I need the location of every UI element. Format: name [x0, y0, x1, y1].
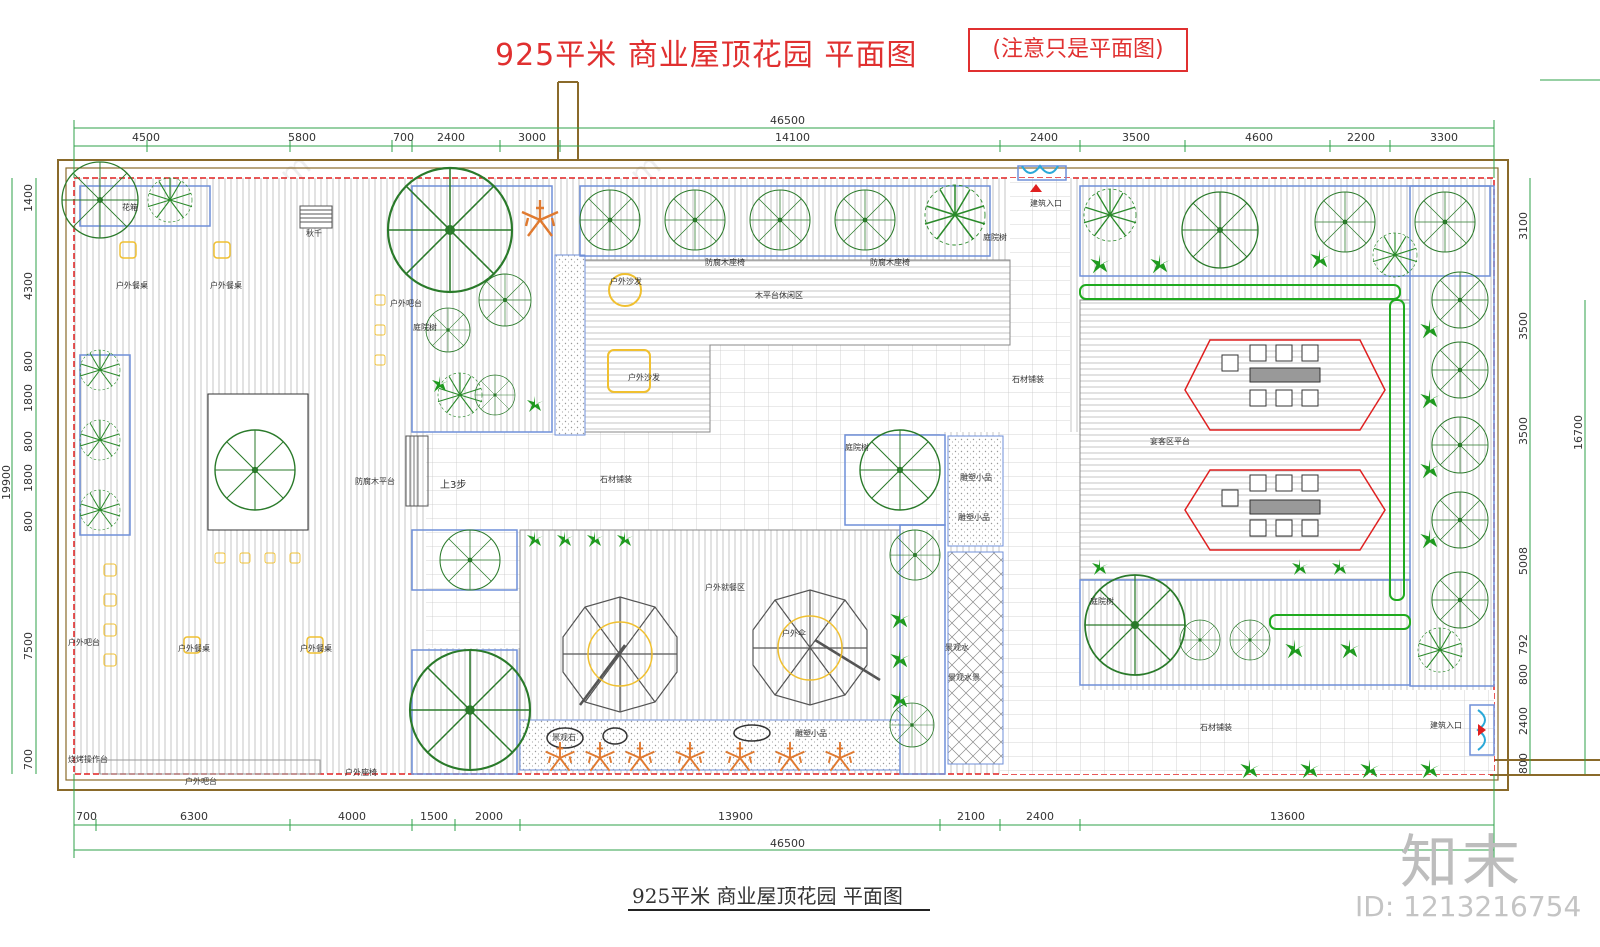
label-wood-platform: 防腐木平台 — [355, 476, 395, 486]
dim-right: 3100 — [1517, 212, 1530, 240]
dim-right: 800 — [1517, 753, 1530, 774]
label-entrance: 建筑入口 — [1030, 198, 1062, 208]
dim-bottom: 2100 — [957, 810, 985, 823]
label-dining-area: 户外就餐区 — [705, 582, 745, 592]
label-outdoor-bar: 户外吧台 — [390, 298, 422, 308]
dim-right: 2400 — [1517, 707, 1530, 735]
label-wood-bench: 防腐木座椅 — [705, 257, 745, 267]
dim-left: 700 — [22, 749, 35, 770]
dim-top: 3000 — [518, 131, 546, 144]
label-sculpture: 雕塑小品 — [958, 512, 990, 522]
dim-top: 700 — [393, 131, 414, 144]
dim-top: 4600 — [1245, 131, 1273, 144]
dim-bottom: 13600 — [1270, 810, 1305, 823]
dim-left: 1800 — [22, 464, 35, 492]
dim-top: 5800 — [288, 131, 316, 144]
label-outdoor-bench: 户外座椅 — [345, 767, 377, 777]
dim-bottom: 1500 — [420, 810, 448, 823]
note-box: (注意只是平面图) — [968, 28, 1188, 72]
label-sculpture: 雕塑小品 — [960, 472, 992, 482]
dim-bottom: 2400 — [1026, 810, 1054, 823]
label-outdoor-sofa: 户外沙发 — [628, 372, 660, 382]
id-label: ID: 1213216754 — [1355, 890, 1582, 923]
dim-bottom: 13900 — [718, 810, 753, 823]
dim-top: 4500 — [132, 131, 160, 144]
dim-top: 2400 — [437, 131, 465, 144]
label-courtyard-tree: 庭院树 — [983, 232, 1007, 242]
label-banquet: 宴客区平台 — [1150, 436, 1190, 446]
label-outdoor-sofa: 户外沙发 — [610, 276, 642, 286]
label-stone-paving: 石材铺装 — [1012, 374, 1044, 384]
dim-top-inner: 14100 — [775, 131, 810, 144]
dim-left: 7500 — [22, 632, 35, 660]
label-planter: 花箱 — [122, 202, 138, 212]
dim-top: 3500 — [1122, 131, 1150, 144]
dim-top: 3300 — [1430, 131, 1458, 144]
dim-right-total: 16700 — [1572, 415, 1585, 450]
dim-top: 2400 — [1030, 131, 1058, 144]
label-wood-bench: 防腐木座椅 — [870, 257, 910, 267]
note-text: (注意只是平面图) — [992, 37, 1164, 62]
label-up-steps: 上3步 — [440, 479, 466, 491]
label-outdoor-bar: 户外吧台 — [185, 776, 217, 786]
label-water: 景观水景 — [948, 672, 980, 682]
dim-bottom-total: 46500 — [770, 837, 805, 850]
label-outdoor-table: 户外餐桌 — [178, 643, 210, 653]
dim-right: 3500 — [1517, 417, 1530, 445]
label-umbrella: 户外伞 — [782, 628, 806, 638]
label-courtyard-tree: 庭院树 — [845, 442, 869, 452]
label-outdoor-table: 户外餐桌 — [116, 280, 148, 290]
dim-top: 2200 — [1347, 131, 1375, 144]
label-bbq: 烧烤操作台 — [68, 754, 108, 764]
brand-logo: 知末 — [1400, 828, 1525, 896]
label-swing: 秋千 — [306, 228, 322, 238]
dim-right: 5008 — [1517, 547, 1530, 575]
label-courtyard-tree: 庭院树 — [413, 322, 437, 332]
label-sculpture: 雕塑小品 — [795, 728, 827, 738]
dim-left: 1800 — [22, 384, 35, 412]
dim-right: 800 — [1517, 664, 1530, 685]
label-outdoor-table: 户外餐桌 — [210, 280, 242, 290]
dim-left: 800 — [22, 431, 35, 452]
dim-left: 1400 — [22, 184, 35, 212]
label-entrance: 建筑入口 — [1430, 720, 1462, 730]
caption-underline — [628, 909, 930, 911]
label-stone-paving: 石材铺装 — [600, 474, 632, 484]
dim-left: 800 — [22, 511, 35, 532]
dim-left-total: 19900 — [0, 465, 13, 500]
label-leisure-area: 木平台休闲区 — [755, 290, 803, 300]
dim-left: 4300 — [22, 272, 35, 300]
label-outdoor-bar: 户外吧台 — [68, 637, 100, 647]
label-courtyard-tree: 庭院树 — [1090, 596, 1114, 606]
page-title: 925平米 商业屋顶花园 平面图 — [495, 38, 918, 73]
dim-right: 3500 — [1517, 312, 1530, 340]
dim-top-total: 46500 — [770, 114, 805, 127]
label-outdoor-table: 户外餐桌 — [300, 643, 332, 653]
dim-right: 792 — [1517, 634, 1530, 655]
dim-bottom: 6300 — [180, 810, 208, 823]
dim-left: 800 — [22, 351, 35, 372]
dim-bottom: 4000 — [338, 810, 366, 823]
label-scene-stone: 景观石 — [552, 733, 576, 742]
dim-bottom: 2000 — [475, 810, 503, 823]
dim-bottom: 700 — [76, 810, 97, 823]
drawing-caption: 925平米 商业屋顶花园 平面图 — [632, 884, 903, 908]
label-stone-paving: 石材铺装 — [1200, 722, 1232, 732]
label-water: 景观水 — [945, 642, 969, 652]
